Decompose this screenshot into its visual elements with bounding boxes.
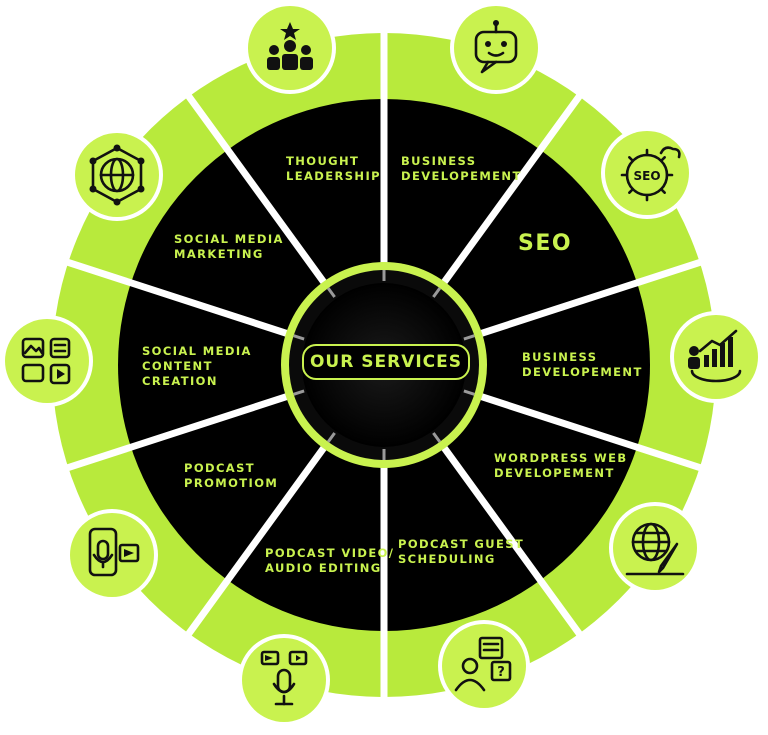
divider-line bbox=[184, 92, 331, 291]
divider-lines bbox=[65, 31, 703, 699]
svg-text:SEO: SEO bbox=[633, 169, 660, 183]
icon-badge bbox=[442, 624, 526, 708]
segment-label-seo: SEO bbox=[518, 231, 573, 256]
icon-badge bbox=[613, 506, 697, 590]
divider-line bbox=[65, 391, 295, 472]
hub-tick bbox=[463, 334, 475, 341]
seo-gear-icon: SEO bbox=[601, 127, 693, 219]
globe-pen-icon bbox=[609, 502, 701, 594]
icon-badge bbox=[5, 319, 89, 403]
hub-tick bbox=[463, 389, 475, 396]
team-leader-icon bbox=[244, 2, 336, 94]
phone-microphone-icon bbox=[66, 509, 158, 601]
hub-tick bbox=[293, 334, 305, 341]
content-grid-icon bbox=[1, 315, 93, 407]
icon-badge bbox=[242, 638, 326, 722]
hub-tick bbox=[432, 432, 442, 443]
segment-label-podcast-editing: PODCAST VIDEO/AUDIO EDITING bbox=[265, 546, 395, 575]
guest-interview-icon: ? bbox=[438, 620, 530, 712]
icon-badge bbox=[454, 6, 538, 90]
divider-line bbox=[473, 391, 703, 472]
growth-chart-icon bbox=[670, 311, 762, 403]
hub-tick bbox=[326, 432, 336, 443]
global-network-icon bbox=[71, 129, 163, 221]
microphone-media-icon bbox=[238, 634, 330, 726]
chatbot-icon bbox=[450, 2, 542, 94]
divider-line bbox=[437, 439, 584, 638]
divider-line bbox=[65, 258, 295, 339]
icon-badge bbox=[605, 131, 689, 215]
hub-tick bbox=[432, 287, 442, 298]
hub-tick bbox=[293, 389, 305, 396]
svg-text:?: ? bbox=[497, 665, 505, 680]
divider-line bbox=[437, 92, 584, 291]
divider-line bbox=[473, 258, 703, 339]
hub-tick bbox=[326, 287, 336, 298]
divider-line bbox=[184, 439, 331, 638]
center-title: OUR SERVICES bbox=[302, 344, 470, 380]
hub-ticks bbox=[293, 270, 475, 460]
